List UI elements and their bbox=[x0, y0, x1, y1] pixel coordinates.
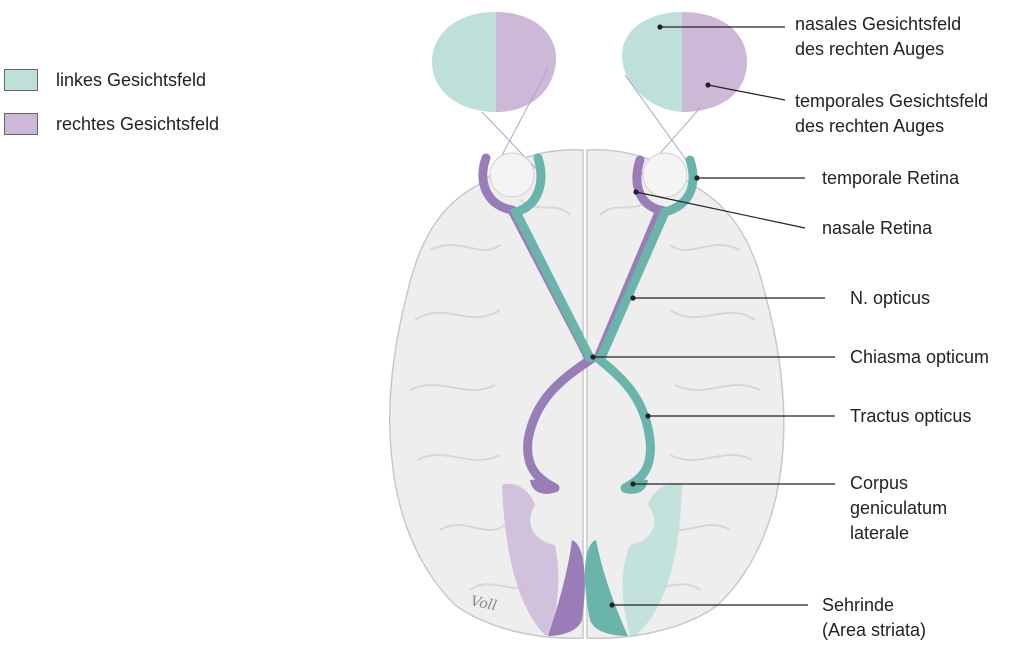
label-temporal-field-line1: temporales Gesichtsfeld bbox=[795, 91, 989, 111]
legend-label-left-field: linkes Gesichtsfeld bbox=[56, 69, 207, 90]
teal-pathway bbox=[509, 153, 698, 493]
purple-pathway bbox=[478, 153, 667, 493]
legend-item-left-field: linkes Gesichtsfeld bbox=[4, 69, 206, 91]
label-temporal-field-line2: des rechten Auges bbox=[795, 116, 945, 136]
label-nasal-field: nasales Gesichtsfeld des rechten Auges bbox=[795, 12, 961, 62]
legend-label-right-field: rechtes Gesichtsfeld bbox=[56, 113, 220, 134]
area-striata-left bbox=[548, 540, 585, 636]
label-chiasma-opticum: Chiasma opticum bbox=[850, 347, 990, 367]
brain-left-hemisphere bbox=[388, 149, 584, 639]
label-cgl-line3: laterale bbox=[850, 523, 910, 543]
legend-swatch-left-field bbox=[4, 69, 38, 91]
legend-swatch-right-field bbox=[4, 113, 38, 135]
label-nasal-retina: nasale Retina bbox=[822, 218, 933, 238]
artist-signature: Voll bbox=[469, 593, 498, 614]
right-eye bbox=[642, 152, 688, 198]
label-cgl-line2: geniculatum bbox=[850, 498, 948, 518]
label-corpus-geniculatum: Corpus geniculatum laterale bbox=[850, 471, 947, 546]
area-striata-right bbox=[584, 540, 628, 636]
label-cgl-line1: Corpus bbox=[850, 473, 909, 493]
label-sehrinde-line2: (Area striata) bbox=[822, 620, 927, 640]
visual-cortex-left-region bbox=[502, 483, 559, 635]
label-nasal-field-line1: nasales Gesichtsfeld bbox=[795, 14, 962, 34]
visual-field-left-eye bbox=[432, 12, 557, 112]
label-temporal-retina: temporale Retina bbox=[822, 168, 960, 188]
label-temporal-field: temporales Gesichtsfeld des rechten Auge… bbox=[795, 89, 988, 139]
label-sehrinde-line1: Sehrinde bbox=[822, 595, 895, 615]
left-eye bbox=[489, 152, 535, 198]
brain-right-hemisphere bbox=[586, 149, 785, 639]
leader-lines bbox=[590, 24, 835, 608]
label-sehrinde: Sehrinde (Area striata) bbox=[822, 593, 926, 643]
label-n-opticus: N. opticus bbox=[850, 288, 931, 308]
lgn-right bbox=[621, 479, 648, 494]
legend-item-right-field: rechtes Gesichtsfeld bbox=[4, 113, 219, 135]
label-nasal-field-line2: des rechten Auges bbox=[795, 39, 945, 59]
label-tractus-opticus: Tractus opticus bbox=[850, 406, 972, 426]
lgn-left bbox=[530, 479, 557, 494]
visual-cortex-right-region bbox=[622, 483, 682, 635]
visual-field-right-eye bbox=[622, 12, 747, 112]
